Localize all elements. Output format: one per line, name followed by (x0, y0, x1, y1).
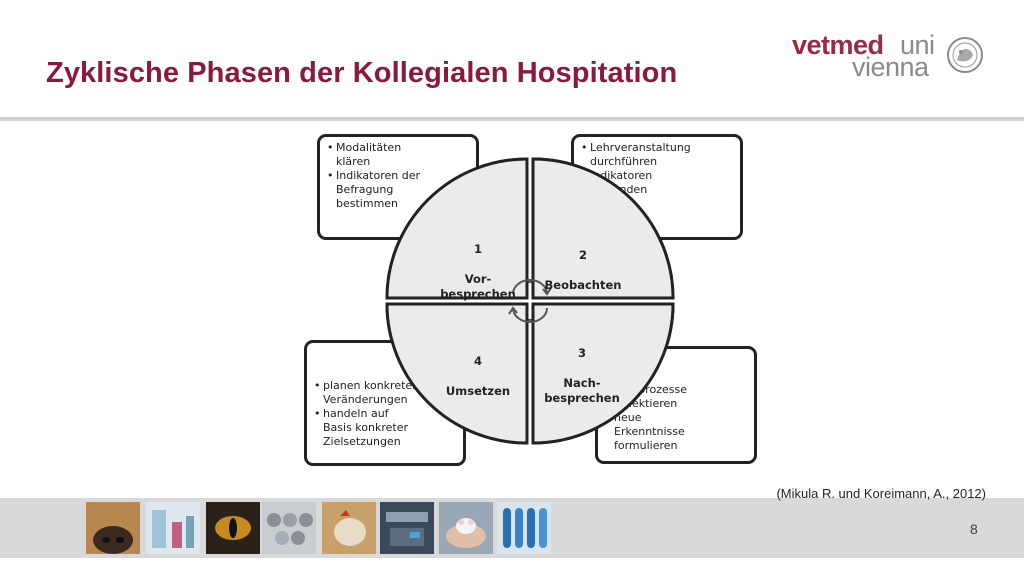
logo-text-uni: uni (900, 30, 935, 60)
quadrant-2-label: 2 Beobachten (538, 233, 628, 293)
page-number: 8 (970, 521, 978, 537)
cycle-diagram: Modalitäten klären Indikatoren der Befra… (300, 128, 760, 470)
quadrant-4-number: 4 (473, 354, 482, 368)
box-phase-4-item-2: handeln auf Basis konkreter Zielsetzunge… (314, 407, 457, 449)
cycle-circle-front (385, 157, 675, 445)
quadrant-2-text: Beobachten (544, 278, 622, 292)
quadrant-4-text: Umsetzen (445, 384, 511, 398)
vials-photo-icon (262, 502, 316, 554)
cycle-arrows-front-icon (508, 279, 552, 323)
dog-nose-photo-icon (86, 502, 140, 554)
quadrant-1-text: Vor- besprechen (440, 272, 516, 301)
box-phase-3-item-2: neue Erkenntnisse formulieren (605, 411, 748, 453)
quadrant-4-front (385, 302, 529, 445)
quadrant-4-label: 4 Umsetzen (433, 339, 523, 399)
chicken-photo-icon (322, 502, 376, 554)
quadrant-1-front (385, 157, 529, 300)
quadrant-3-front (531, 302, 675, 445)
lab-equipment-photo-icon (380, 502, 434, 554)
lab-glassware-photo-icon (146, 502, 200, 554)
citation: (Mikula R. und Koreimann, A., 2012) (776, 486, 986, 501)
box-phase-1-item-1: Modalitäten klären (327, 141, 470, 169)
page-title: Zyklische Phasen der Kollegialen Hospita… (46, 57, 678, 89)
vetmeduni-logo: vetmed uni vienna (792, 30, 992, 86)
mouse-in-hand-photo-icon (439, 502, 493, 554)
quadrant-1-label: 1 Vor- besprechen (433, 227, 523, 302)
logo-text-vetmed: vetmed (792, 30, 884, 60)
box-phase-2-item-1: Lehrveranstaltung durchführen (581, 141, 734, 169)
quadrant-3-number: 3 (577, 346, 586, 360)
quadrant-3-label: 3 Nach- besprechen (537, 331, 627, 406)
quadrant-2-number: 2 (578, 248, 587, 262)
university-seal-icon (947, 37, 983, 73)
box-phase-1-item-2: Indikatoren der Befragung bestimmen (327, 169, 470, 211)
quadrant-3-text: Nach- besprechen (544, 376, 620, 405)
box-phase-4-item-1: planen konkreter Veränderungen (314, 379, 457, 407)
quadrant-2-front (531, 157, 675, 300)
animal-eye-photo-icon (206, 502, 260, 554)
test-tubes-photo-icon (497, 502, 551, 554)
header-divider (0, 117, 1024, 121)
quadrant-1-number: 1 (473, 242, 482, 256)
logo-text-vienna: vienna (852, 52, 929, 82)
